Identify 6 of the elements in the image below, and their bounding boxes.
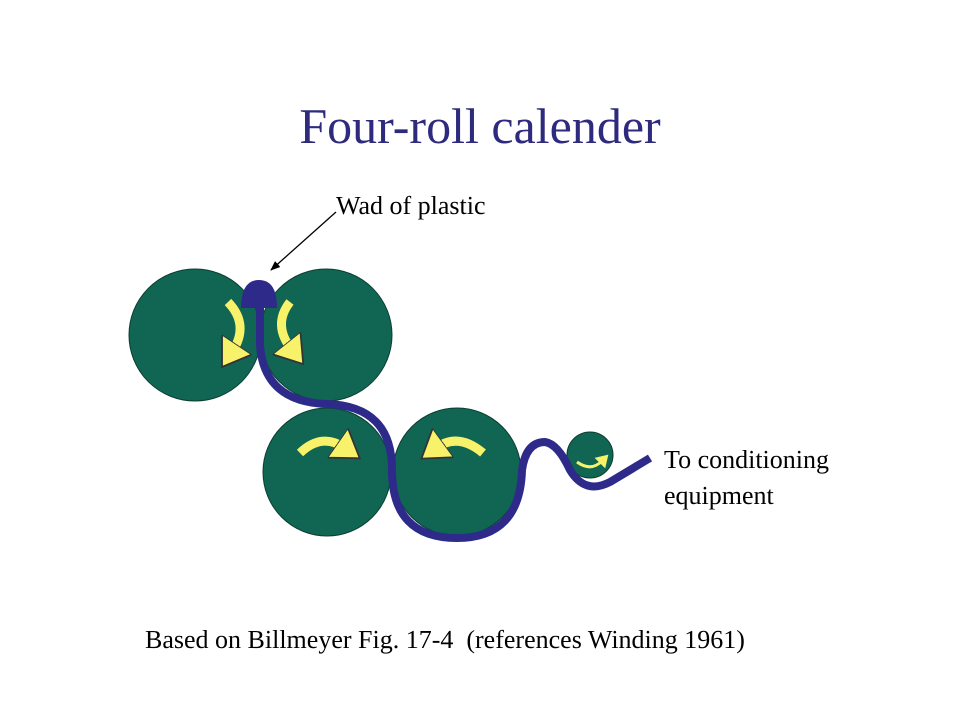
leader-line	[270, 212, 336, 271]
output-label: To conditioning equipment	[664, 444, 830, 512]
plastic-wad	[239, 278, 279, 308]
title: Four-roll calender	[298, 97, 662, 156]
caption: Based on Billmeyer Fig. 17-4 (references Winding 1961)	[145, 624, 745, 656]
callout-label: Wad of plastic	[336, 190, 487, 222]
